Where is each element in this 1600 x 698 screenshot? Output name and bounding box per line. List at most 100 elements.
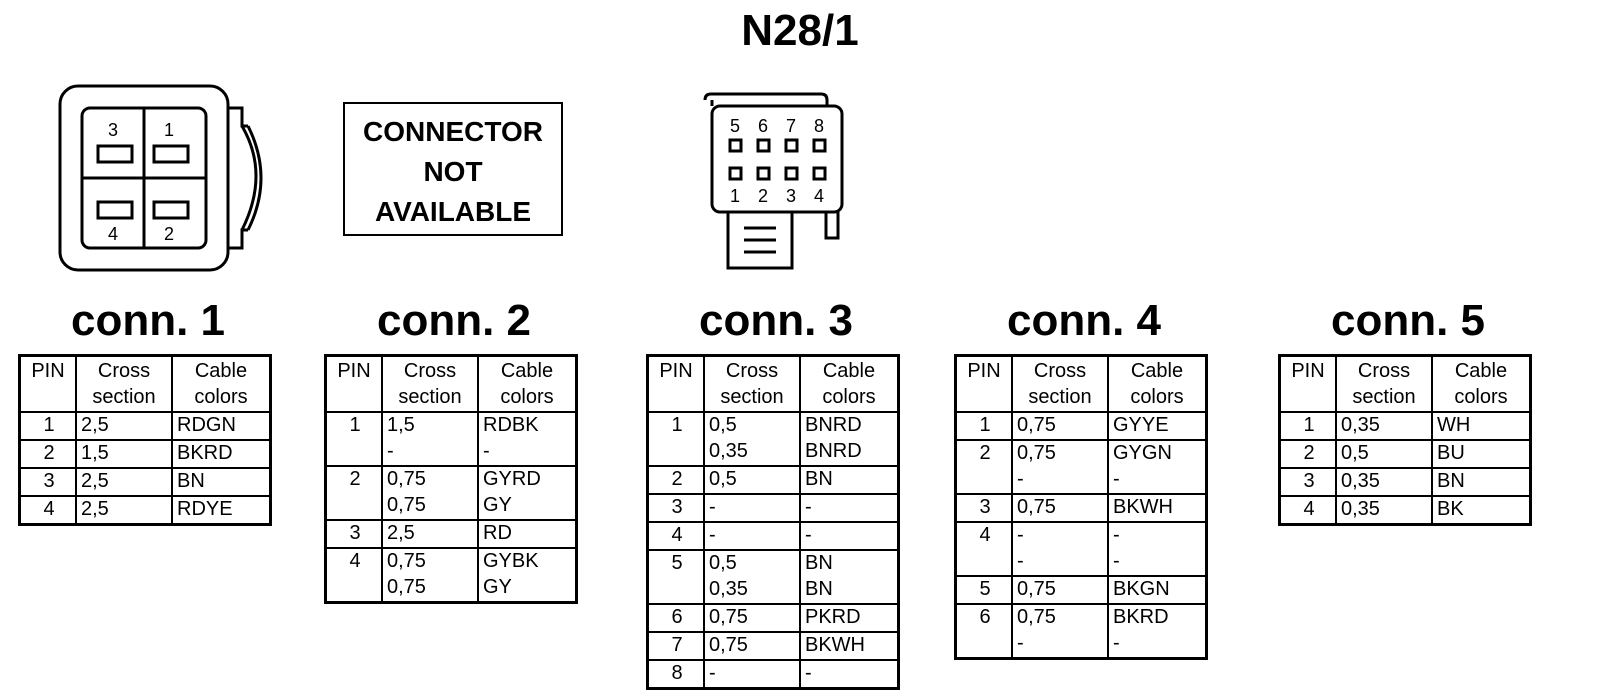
cable-color-cell: BKRD xyxy=(171,440,272,468)
cross-section-cell: -- xyxy=(1011,522,1109,576)
connector-title: conn. 4 xyxy=(1006,296,1162,345)
conn3-pin-label: 1 xyxy=(730,186,740,206)
cross-section-cell: - xyxy=(703,660,801,689)
note-line: NOT xyxy=(423,156,483,187)
conn3-pin-label: 3 xyxy=(786,186,796,206)
cross-section-cell: 0,35 xyxy=(1335,496,1433,525)
cross-section-cell: 0,35 xyxy=(1335,468,1433,496)
pin-cell: 7 xyxy=(646,632,705,660)
cable-color-cell: RDGN xyxy=(171,412,272,440)
pin-cell: 1 xyxy=(954,412,1013,440)
conn3-pin-label: 6 xyxy=(758,116,768,136)
cable-color-cell: RD xyxy=(477,520,578,548)
conn1-pin-label: 3 xyxy=(108,120,118,140)
cross-section-cell: 1,5- xyxy=(381,412,479,466)
cable-color-cell: RDBK- xyxy=(477,412,578,466)
pin-cell: 3 xyxy=(954,494,1013,522)
conn1-pin-label: 4 xyxy=(108,224,118,244)
cable-color-cell: - xyxy=(799,660,900,689)
pin-cell: 3 xyxy=(1278,468,1337,496)
cross-section-cell: 2,5 xyxy=(75,412,173,440)
pin-cell: 5 xyxy=(646,550,705,604)
pin-cell: 6 xyxy=(646,604,705,632)
cross-section-cell: 1,5 xyxy=(75,440,173,468)
pin-cell: 4 xyxy=(1278,496,1337,525)
cross-section-cell: 0,75 xyxy=(1011,412,1109,440)
pin-cell: 1 xyxy=(18,412,77,440)
cable-color-cell: GYGN- xyxy=(1107,440,1208,494)
connector-drawings: 3 1 4 2 5 6 7 8 1 2 3 4 xyxy=(58,84,844,272)
connector-title: conn. 3 xyxy=(698,296,854,345)
cable-color-cell: BKWH xyxy=(799,632,900,660)
conn3-pin-label: 7 xyxy=(786,116,796,136)
cross-section-cell: 0,75- xyxy=(1011,440,1109,494)
cable-color-cell: BU xyxy=(1431,440,1532,468)
table-row: 8-- xyxy=(646,660,900,689)
cable-color-cell: BK xyxy=(1431,496,1532,525)
cable-color-cell: -- xyxy=(1107,522,1208,576)
pin-cell: 1 xyxy=(646,412,705,466)
connector-not-available-box: CONNECTOR NOT AVAILABLE xyxy=(343,102,563,236)
cable-color-cell: GYYE xyxy=(1107,412,1208,440)
cross-section-cell: 0,75 xyxy=(703,604,801,632)
conn3-pin-label: 4 xyxy=(814,186,824,206)
pin-cell: 2 xyxy=(646,466,705,494)
cross-section-cell: 0,5 xyxy=(703,466,801,494)
pin-cell: 4 xyxy=(646,522,705,550)
pin-cell: 3 xyxy=(646,494,705,522)
cross-section-cell: 0,75- xyxy=(1011,604,1109,659)
cable-color-cell: - xyxy=(799,494,900,522)
conn1-connector-drawing xyxy=(58,84,263,272)
table-row: 4-- xyxy=(646,522,900,550)
connector-title: conn. 5 xyxy=(1330,296,1486,345)
note-line: CONNECTOR xyxy=(363,116,543,147)
conn3-pin-label: 8 xyxy=(814,116,824,136)
cable-color-cell: BKGN xyxy=(1107,576,1208,604)
cable-color-cell: - xyxy=(799,522,900,550)
conn3-pin-label: 2 xyxy=(758,186,768,206)
pin-header: PIN xyxy=(954,355,1013,413)
cable-color-cell: BKRD- xyxy=(1107,604,1208,659)
pin-cell: 4 xyxy=(324,548,383,603)
pin-header: PIN xyxy=(18,355,77,413)
cross-section-cell: 0,75 xyxy=(1011,576,1109,604)
pin-cell: 6 xyxy=(954,604,1013,659)
pin-cell: 5 xyxy=(954,576,1013,604)
pin-header: PIN xyxy=(646,355,705,413)
